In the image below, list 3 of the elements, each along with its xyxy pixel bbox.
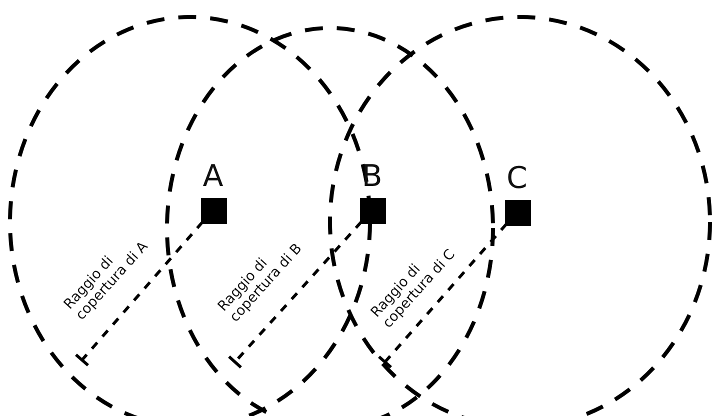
- station-letter: C: [506, 162, 528, 196]
- station-letter: A: [202, 160, 224, 194]
- station-letter: B: [360, 160, 384, 194]
